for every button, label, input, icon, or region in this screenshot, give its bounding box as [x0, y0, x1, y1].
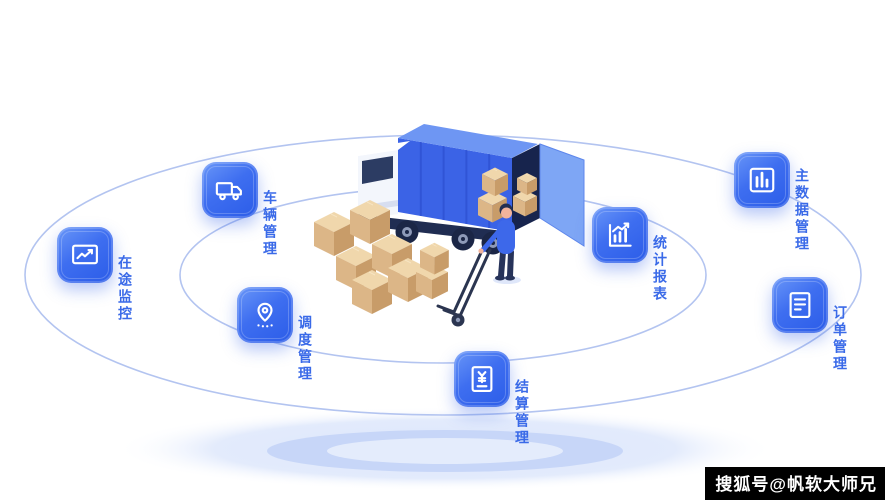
module-label-order-management: 订单管理 — [832, 305, 848, 373]
module-label-dispatch-management: 调度管理 — [297, 315, 313, 383]
module-badge-master-data-management — [734, 152, 790, 208]
module-badge-statistical-reports — [592, 207, 648, 263]
data-bars-icon — [749, 167, 775, 193]
watermark-text: 搜狐号@帆软大师兄 — [705, 467, 885, 500]
route-pin-icon — [257, 302, 273, 328]
module-badge-vehicle-management — [202, 162, 258, 218]
module-badge-order-management — [772, 277, 828, 333]
module-badge-dispatch-management — [237, 287, 293, 343]
module-badge-in-transit-monitoring — [57, 227, 113, 283]
hand-truck — [416, 242, 492, 327]
worker-figure — [478, 203, 521, 284]
module-label-settlement-management: 结算管理 — [514, 379, 530, 447]
module-label-vehicle-management: 车辆管理 — [262, 190, 278, 258]
module-label-statistical-reports: 统计报表 — [652, 235, 668, 303]
truck-icon — [215, 182, 242, 201]
module-label-master-data-management: 主数据管理 — [794, 168, 810, 253]
bar-chart-trend-icon — [608, 222, 632, 247]
line-chart-monitor-icon — [72, 244, 98, 265]
yuan-invoice-icon — [471, 366, 493, 392]
module-label-in-transit-monitoring: 在途监控 — [117, 255, 133, 323]
module-badge-settlement-management — [454, 351, 510, 407]
order-list-icon — [789, 292, 811, 318]
